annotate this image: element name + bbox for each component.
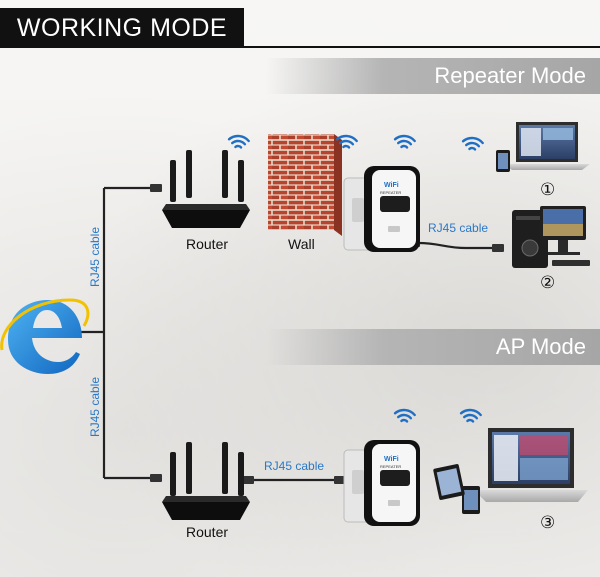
wifi-signal-icons bbox=[227, 134, 484, 423]
router-bottom-icon bbox=[162, 442, 250, 520]
wifi-icon bbox=[459, 408, 482, 423]
title-underline bbox=[244, 46, 600, 48]
repeater-top-model: REPEATER bbox=[380, 190, 402, 195]
cable-plugs bbox=[150, 184, 504, 484]
phone-top-icon bbox=[496, 150, 510, 172]
device-badge-2: ② bbox=[540, 273, 556, 292]
page-title: WORKING MODE bbox=[0, 8, 244, 48]
desktop-pc-icon bbox=[512, 206, 590, 268]
repeater-mode-heading: Repeater Mode bbox=[266, 58, 600, 94]
wifi-icon bbox=[393, 408, 416, 423]
rj45-label-top-vertical: RJ45 cable bbox=[88, 226, 102, 288]
rj45-label-router-ap: RJ45 cable bbox=[264, 459, 325, 473]
router-bottom-label: Router bbox=[186, 524, 229, 540]
device-badge-1: ① bbox=[540, 180, 556, 199]
laptop-top-icon bbox=[504, 122, 590, 170]
router-top-label: Router bbox=[186, 236, 229, 252]
repeater-bottom-brand: WiFi bbox=[384, 456, 399, 463]
device-badge-3: ③ bbox=[540, 513, 556, 532]
rj45-label-repeater-pc: RJ45 cable bbox=[428, 221, 489, 235]
phone-bottom-icon bbox=[462, 486, 480, 514]
wifi-icon bbox=[461, 136, 484, 151]
tablet-bottom-icon bbox=[433, 464, 465, 500]
router-top-icon bbox=[162, 150, 250, 228]
wall-label: Wall bbox=[288, 236, 315, 252]
cable-lines bbox=[78, 186, 500, 482]
internet-explorer-icon bbox=[0, 298, 90, 374]
repeater-top-icon bbox=[343, 166, 420, 252]
wifi-icon bbox=[227, 134, 250, 149]
laptop-bottom-icon bbox=[474, 428, 588, 502]
repeater-bottom-model: REPEATER bbox=[380, 464, 402, 469]
repeater-bottom-icon bbox=[343, 440, 420, 526]
wifi-icon bbox=[335, 134, 358, 149]
cable-repeater-to-pc bbox=[417, 241, 500, 250]
repeater-top-brand: WiFi bbox=[384, 182, 399, 189]
rj45-label-bottom-vertical: RJ45 cable bbox=[88, 376, 102, 438]
brick-wall-icon bbox=[268, 134, 342, 236]
ap-mode-heading: AP Mode bbox=[266, 329, 600, 365]
wifi-icon bbox=[393, 134, 416, 149]
